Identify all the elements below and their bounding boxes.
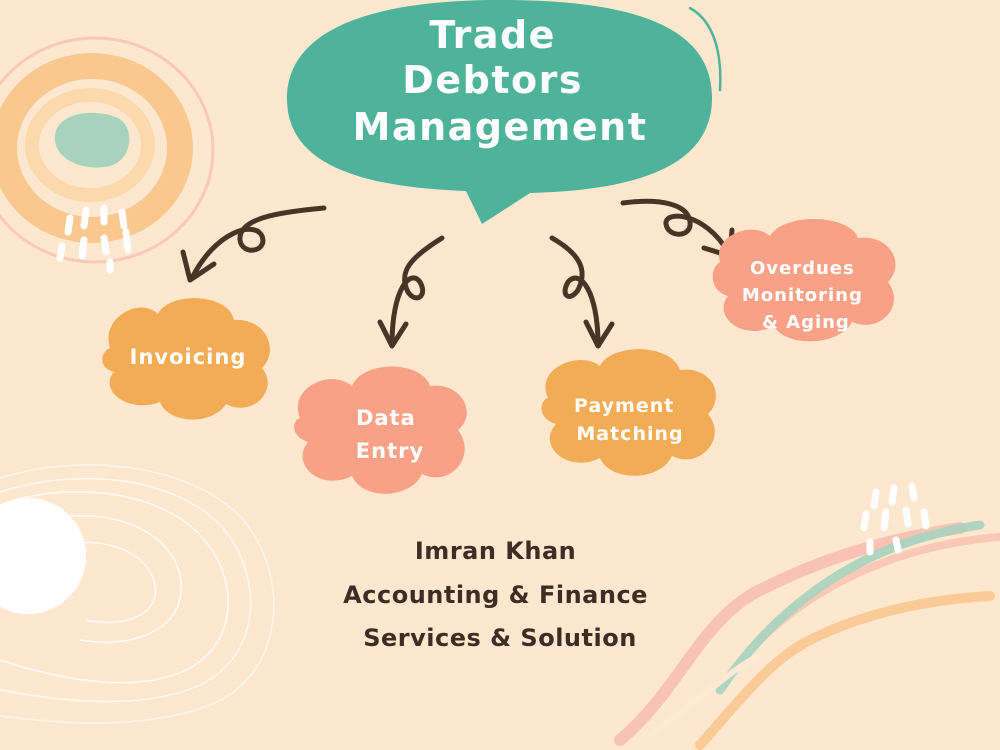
arrow-to-invoicing — [180, 205, 327, 283]
arrow-to-overdues — [620, 198, 735, 259]
node-label-line: & Aging — [762, 312, 850, 333]
node-data-entry: Data Entry — [294, 366, 467, 494]
title-line-2: Debtors — [402, 58, 583, 102]
title-bubble-shape — [286, 0, 713, 224]
white-dash-marks — [860, 482, 930, 556]
node-label: Invoicing — [130, 345, 247, 369]
title-bubble: Trade Debtors Management — [286, 0, 722, 224]
node-label-line: Entry — [356, 439, 424, 463]
title-line-3: Management — [353, 105, 648, 149]
cloud-shape — [712, 218, 896, 342]
arrow-to-payment-matching — [549, 235, 615, 349]
node-label-line: Monitoring — [742, 285, 863, 306]
brush-stroke-decoration — [614, 482, 1000, 750]
footer-line-2: Accounting & Finance — [343, 581, 648, 609]
footer-credit: Imran Khan Accounting & Finance Services… — [343, 537, 657, 652]
cloud-shape — [541, 349, 716, 476]
node-label-line: Matching — [576, 423, 683, 445]
arrow-to-data-entry — [377, 235, 445, 349]
node-label-line: Data — [356, 406, 416, 430]
node-label: Overdues Monitoring & Aging — [742, 258, 870, 333]
title-line-1: Trade — [429, 13, 556, 57]
node-payment-matching: Payment Matching — [541, 349, 716, 476]
node-label: Data Entry — [356, 406, 424, 463]
node-label-line: Invoicing — [130, 345, 247, 369]
white-circle-decoration — [0, 498, 86, 614]
node-label-line: Overdues — [750, 258, 855, 279]
title-text: Trade Debtors Management — [353, 13, 648, 149]
cloud-shape — [294, 366, 467, 494]
white-dash-marks — [56, 204, 132, 274]
cloud-shape — [102, 298, 270, 420]
footer-line-3: Services & Solution — [363, 624, 637, 652]
node-label: Payment Matching — [574, 395, 684, 445]
title-bubble-outline — [688, 6, 722, 92]
concentric-rings-decoration — [0, 36, 215, 274]
contour-lines-decoration — [0, 464, 275, 724]
footer-line-1: Imran Khan — [415, 537, 576, 565]
node-overdues: Overdues Monitoring & Aging — [712, 218, 896, 342]
node-invoicing: Invoicing — [102, 298, 270, 420]
node-label-line: Payment — [574, 395, 674, 417]
